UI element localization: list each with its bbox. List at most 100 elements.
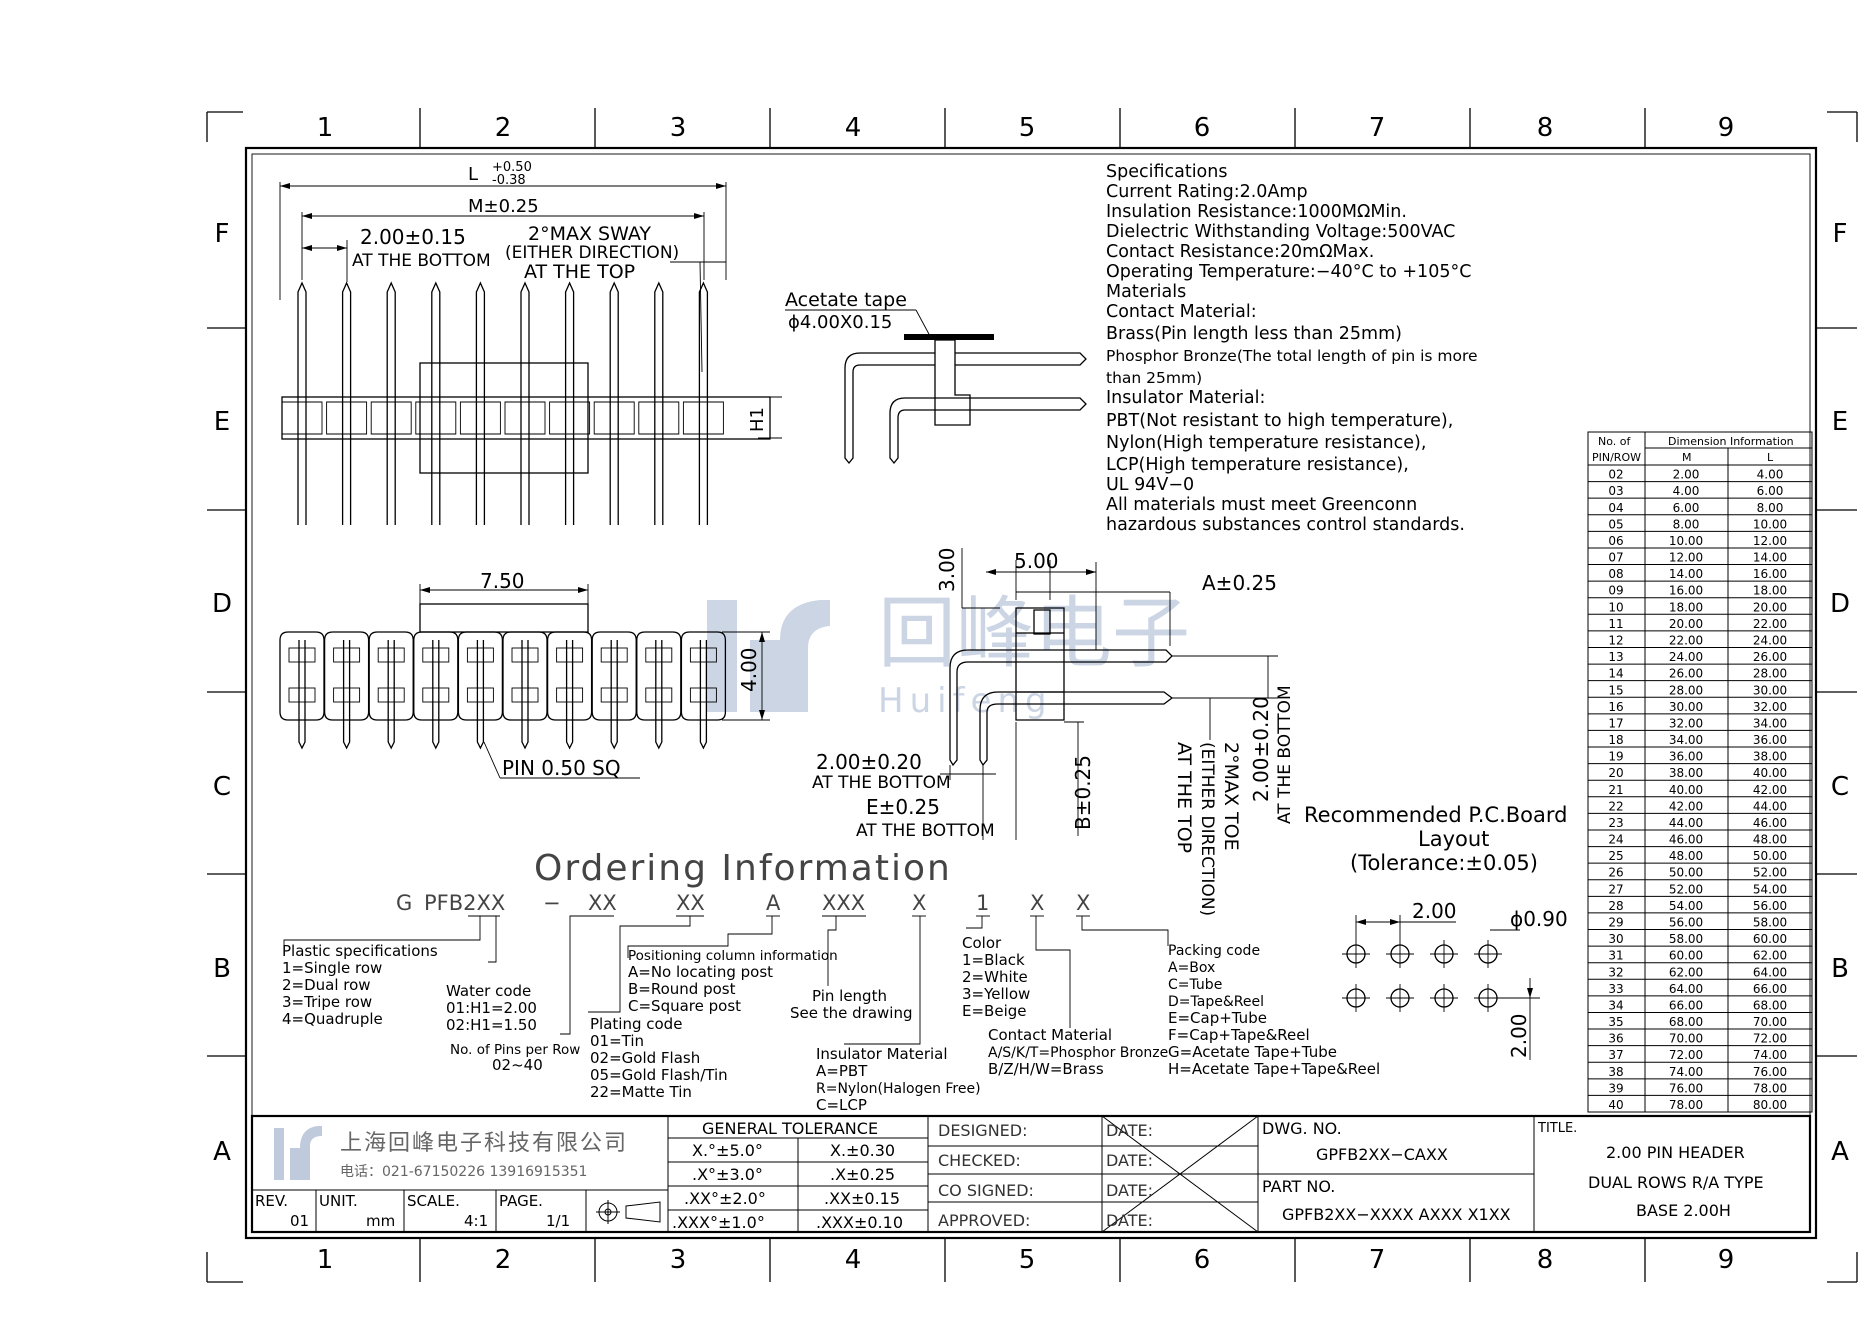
table-cell-m: 64.00 [1669,982,1703,996]
table-cell-l: 30.00 [1753,683,1787,697]
tol-linear: .X±0.25 [830,1165,895,1184]
specifications: Specifications Current Rating:2.0Amp Ins… [1106,162,1478,535]
tol-angle: X.°±5.0° [692,1141,763,1160]
row-label: D [1830,589,1850,619]
date-label: DATE: [1106,1181,1153,1200]
table-cell-pins: 18 [1608,733,1623,747]
table-cell-l: 42.00 [1753,783,1787,797]
insulator-cell [457,631,504,721]
title-line-1: 2.00 PIN HEADER [1606,1143,1745,1162]
dim-750: 7.50 [480,569,525,593]
rev-label: REV. [255,1192,288,1210]
dim-e: E±0.25 [866,795,940,819]
packing-line: G=Acetate Tape+Tube [1168,1043,1337,1061]
row-label: D [212,589,232,619]
insulator-window [645,647,673,663]
table-cell-l: 46.00 [1753,816,1787,830]
water-line: 01:H1=2.00 [446,999,537,1017]
position-line: C=Square post [628,997,741,1015]
contact-line: A/S/K/T=Phosphor Bronze [988,1045,1168,1061]
table-cell-l: 58.00 [1753,916,1787,930]
row-label: C [213,772,231,802]
header-pin [341,281,352,525]
table-cell-l: 26.00 [1753,650,1787,664]
col-label: 5 [1019,1245,1036,1275]
dim-vpitch: 2.00±0.20 [1249,696,1273,802]
table-cell-m: 22.00 [1669,633,1703,647]
scale-value: 4:1 [464,1212,488,1230]
pcb-pitch-h: 2.00 [1412,899,1457,923]
table-cell-pins: 06 [1608,534,1623,548]
projection-symbol [596,1200,661,1224]
spec-line: PBT(Not resistant to high temperature), [1106,411,1453,431]
toe-note-1: 2°MAX TOE [1220,742,1242,851]
col-label: 5 [1019,113,1036,143]
packing-line: F=Cap+Tape&Reel [1168,1026,1310,1044]
color-line: 2=White [962,968,1028,986]
packing-line: D=Tape&Reel [1168,994,1264,1010]
table-cell-l: 18.00 [1753,584,1787,598]
table-col-m: M [1682,451,1692,464]
dim-b: B±0.25 [1071,755,1095,830]
table-header-dim: Dimension Information [1668,435,1794,448]
col-label: 3 [670,1245,687,1275]
header-pin [432,640,440,750]
table-cell-l: 36.00 [1753,733,1787,747]
table-cell-l: 56.00 [1753,899,1787,913]
top-view: L +0.50 -0.38 M±0.25 2.00±0.15 AT THE BO… [279,160,782,525]
table-cell-pins: 39 [1608,1081,1623,1095]
company-name: 上海回峰电子科技有限公司 [340,1131,628,1156]
insulator-window [288,647,316,663]
insulator-window [288,687,316,703]
table-cell-l: 6.00 [1757,484,1784,498]
insulator-segment [682,401,724,435]
unit-value: mm [366,1212,395,1230]
col-label: 6 [1194,1245,1211,1275]
insulator-cell [636,631,682,721]
insulator-segment [281,401,323,435]
insulator-window [689,687,717,703]
pcb-title-3: (Tolerance:±0.05) [1350,851,1538,875]
dim-pitch: 2.00±0.15 [360,225,466,249]
header-pin [564,281,575,525]
insulator-segment [638,401,680,435]
spec-line: Contact Resistance:20mΩMax. [1106,242,1374,262]
plastic-line: 1=Single row [282,959,382,977]
insulator-window [466,687,494,703]
code-dash: − [543,891,561,915]
tol-linear: X.±0.30 [830,1141,895,1160]
e-note: AT THE BOTTOM [856,821,995,841]
plating-line: Plating code [590,1015,682,1033]
sway-note-1: 2°MAX SWAY [528,223,651,245]
acetate-dim: ϕ4.00X0.15 [788,312,892,333]
pins-line: No. of Pins per Row [450,1042,580,1058]
table-cell-m: 28.00 [1669,683,1703,697]
pcb-title-1: Recommended P.C.Board [1304,803,1567,827]
packing-line: A=Box [1168,960,1215,976]
insulator-line: A=PBT [816,1062,868,1080]
table-cell-l: 8.00 [1757,501,1784,515]
table-cell-pins: 09 [1608,584,1623,598]
table-cell-l: 38.00 [1753,750,1787,764]
tol-title: GENERAL TOLERANCE [702,1119,878,1138]
insulator-window [689,647,717,663]
header-pin [655,640,663,750]
date-label: DATE: [1106,1151,1153,1170]
table-cell-l: 70.00 [1753,1015,1787,1029]
watermark: 回峰电子 Huifeng [707,589,1190,721]
pitch-note: AT THE BOTTOM [352,251,491,271]
col-label: 2 [495,113,512,143]
pins-line: 02~40 [492,1056,543,1074]
table-cell-m: 36.00 [1669,750,1703,764]
table-cell-l: 14.00 [1753,551,1787,565]
table-cell-pins: 30 [1608,932,1623,946]
vpitch-note: AT THE BOTTOM [1275,685,1295,824]
table-cell-m: 12.00 [1669,551,1703,565]
pinlen-line: See the drawing [790,1004,912,1022]
header-pin [298,640,306,750]
header-pin [699,640,708,750]
table-cell-pins: 31 [1608,949,1623,963]
table-cell-m: 52.00 [1669,882,1703,896]
contact-line: Contact Material [988,1026,1112,1044]
table-cell-m: 38.00 [1669,766,1703,780]
